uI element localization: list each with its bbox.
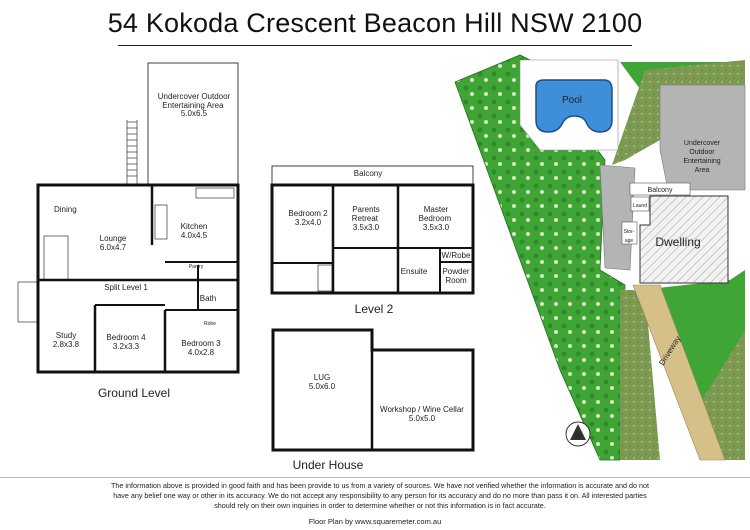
site-side-paving: [599, 164, 636, 271]
bath-label: Bath: [200, 294, 216, 303]
level2-caption: Level 2: [355, 302, 394, 316]
site-storage-label: Stor-age: [624, 229, 635, 244]
split-level-label: Split Level 1: [104, 283, 148, 292]
bedroom3-size: 4.0x2.8: [188, 348, 215, 357]
lounge-label: Lounge: [100, 234, 127, 243]
under-house-outer-wall: [271, 328, 475, 452]
under-house-plan: [271, 328, 475, 452]
title-divider: [118, 45, 632, 46]
site-driveway: [632, 284, 726, 461]
wrobe-label: W/Robe: [442, 251, 471, 260]
ground-level-plan: [17, 62, 240, 374]
study-size: 2.8x3.8: [53, 340, 80, 349]
site-dwelling: [639, 195, 729, 284]
dining-label: Dining: [54, 205, 77, 214]
site-balcony: [629, 182, 691, 196]
site-plan: [454, 54, 746, 461]
workshop-label: Workshop / Wine Cellar: [380, 405, 464, 414]
site-pool: [535, 79, 613, 133]
workshop-size: 5.0x5.0: [409, 414, 436, 423]
north-arrow: [565, 421, 591, 447]
pantry-label: Pantry: [189, 264, 204, 270]
ground-entry-stair: [43, 235, 69, 281]
study-label: Study: [56, 331, 76, 340]
kitchen-island: [154, 204, 168, 240]
lounge-size: 6.0x4.7: [100, 243, 127, 252]
site-pool-label: Pool: [562, 95, 582, 106]
level2-balcony-label: Balcony: [354, 169, 382, 178]
site-lawn-left: [454, 54, 626, 461]
north-label: N: [575, 430, 582, 440]
site-garden-lower: [620, 290, 660, 460]
kitchen-label: Kitchen: [181, 222, 208, 231]
robe-label: Robe: [204, 321, 216, 327]
level2-plan: [270, 165, 475, 295]
kitchen-size: 4.0x4.5: [181, 231, 208, 240]
footer-divider: [0, 477, 750, 478]
site-balcony-label: Balcony: [648, 187, 673, 194]
lug-label: LUG: [314, 373, 330, 382]
ground-side-stair: [17, 281, 39, 323]
site-laundry: [630, 196, 650, 212]
site-dwelling-label: Dwelling: [655, 235, 700, 249]
under-house-caption: Under House: [293, 458, 364, 472]
ground-level-caption: Ground Level: [98, 386, 170, 400]
lug-size: 5.0x6.0: [309, 382, 336, 391]
bedroom4-label: Bedroom 4: [106, 333, 146, 342]
floor-plan-credit: Floor Plan by www.squaremeter.com.au: [308, 517, 442, 526]
level2-stair: [317, 264, 333, 292]
kitchen-bench: [195, 187, 235, 199]
site-laundry-label: Laund: [633, 203, 647, 209]
disclaimer-text: The information above is provided in goo…: [110, 481, 650, 510]
site-storage: [621, 221, 638, 245]
bedroom3-label: Bedroom 3: [181, 339, 221, 348]
page-title: 54 Kokoda Crescent Beacon Hill NSW 2100: [107, 8, 643, 38]
site-outdoor-paving: [659, 84, 746, 191]
bedroom2-size: 3.2x4.0: [295, 218, 322, 227]
level2-outer-wall: [270, 183, 475, 295]
bedroom4-size: 3.2x3.3: [113, 342, 140, 351]
ensuite-label: Ensuite: [401, 267, 428, 276]
site-lawn-right: [620, 62, 745, 460]
ground-stair: [126, 120, 138, 185]
outdoor-area-outline: [147, 62, 239, 186]
bedroom2-label: Bedroom 2: [288, 209, 328, 218]
